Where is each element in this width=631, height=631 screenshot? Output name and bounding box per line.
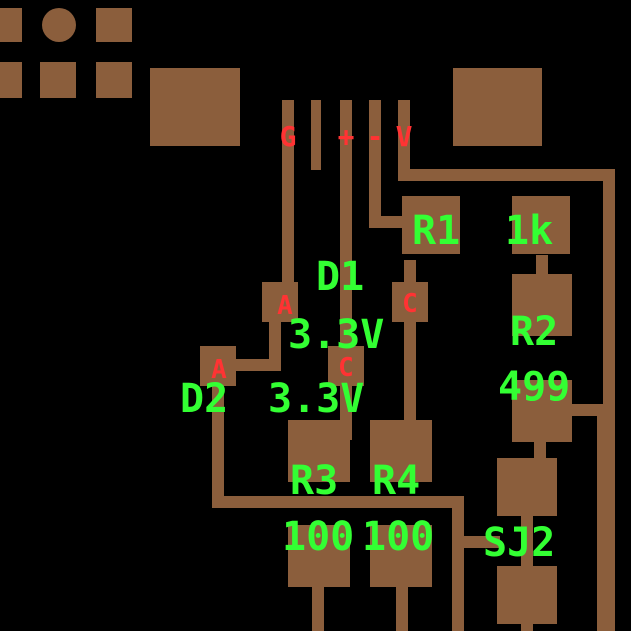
r4-pad-top: [370, 420, 432, 482]
trace-minus-to-r1: [369, 100, 410, 228]
d2-cathode-pad: [328, 346, 364, 386]
sj2-pad-bottom: [497, 566, 557, 624]
header-pad-2: [96, 8, 132, 42]
diode-pin-labels: A C A C: [211, 289, 418, 385]
d2-value: 3.3V: [268, 376, 364, 422]
r2-ref: R2: [510, 309, 558, 355]
r3-ref: R3: [290, 458, 338, 504]
header-pin-labels: G + - V: [280, 120, 413, 153]
r4-pad-bottom: [370, 525, 432, 587]
trace-r2-to-right: [560, 404, 609, 631]
r1-pad-left: [402, 196, 460, 254]
mount-pad-left: [150, 68, 240, 146]
trace-v-to-right-rail: [398, 100, 615, 631]
mount-pad-right: [453, 68, 542, 146]
pin-label-minus: -: [367, 120, 384, 153]
header-pad-5: [96, 62, 132, 98]
d1-ref: D1: [316, 254, 364, 300]
pin-label-plus: +: [338, 120, 355, 153]
copper-pads: [0, 8, 572, 624]
r2-pad-top: [512, 274, 572, 336]
r1-pad-right: [512, 196, 570, 254]
sj2-pad-top: [497, 458, 557, 516]
trace-d2-anode-to-bottom: [212, 380, 464, 631]
header-pad-1: [0, 8, 22, 42]
d1-anode-label: A: [277, 291, 293, 321]
sj2-ref: SJ2: [483, 520, 555, 566]
r1-value: 1k: [505, 208, 553, 254]
header-pad-round: [42, 8, 76, 42]
d2-anode-label: A: [211, 355, 227, 385]
r1-ref: R1: [412, 208, 460, 254]
header-pad-3: [0, 62, 22, 98]
d1-value: 3.3V: [288, 312, 384, 358]
d1-cathode-pad: [392, 282, 428, 322]
r3-pad-top: [288, 420, 350, 482]
d2-anode-pad: [200, 346, 236, 386]
r2-value: 499: [498, 364, 570, 410]
d2-ref: D2: [180, 376, 228, 422]
pin-label-g: G: [280, 120, 297, 153]
r4-value: 100: [362, 514, 434, 560]
copper-traces: [212, 100, 615, 631]
d1-cathode-label: C: [402, 289, 418, 319]
d2-cathode-label: C: [338, 353, 354, 383]
silkscreen-labels: R1 1k D1 3.3V R2 499 D2 3.3V R3 R4 100 1…: [180, 208, 570, 566]
d1-anode-pad: [262, 282, 298, 322]
pin-label-v: V: [396, 120, 413, 153]
r3-value: 100: [282, 514, 354, 560]
r3-pad-bottom: [288, 525, 350, 587]
r2-pad-bottom: [512, 380, 572, 442]
header-pad-4: [40, 62, 76, 98]
r4-ref: R4: [372, 458, 420, 504]
